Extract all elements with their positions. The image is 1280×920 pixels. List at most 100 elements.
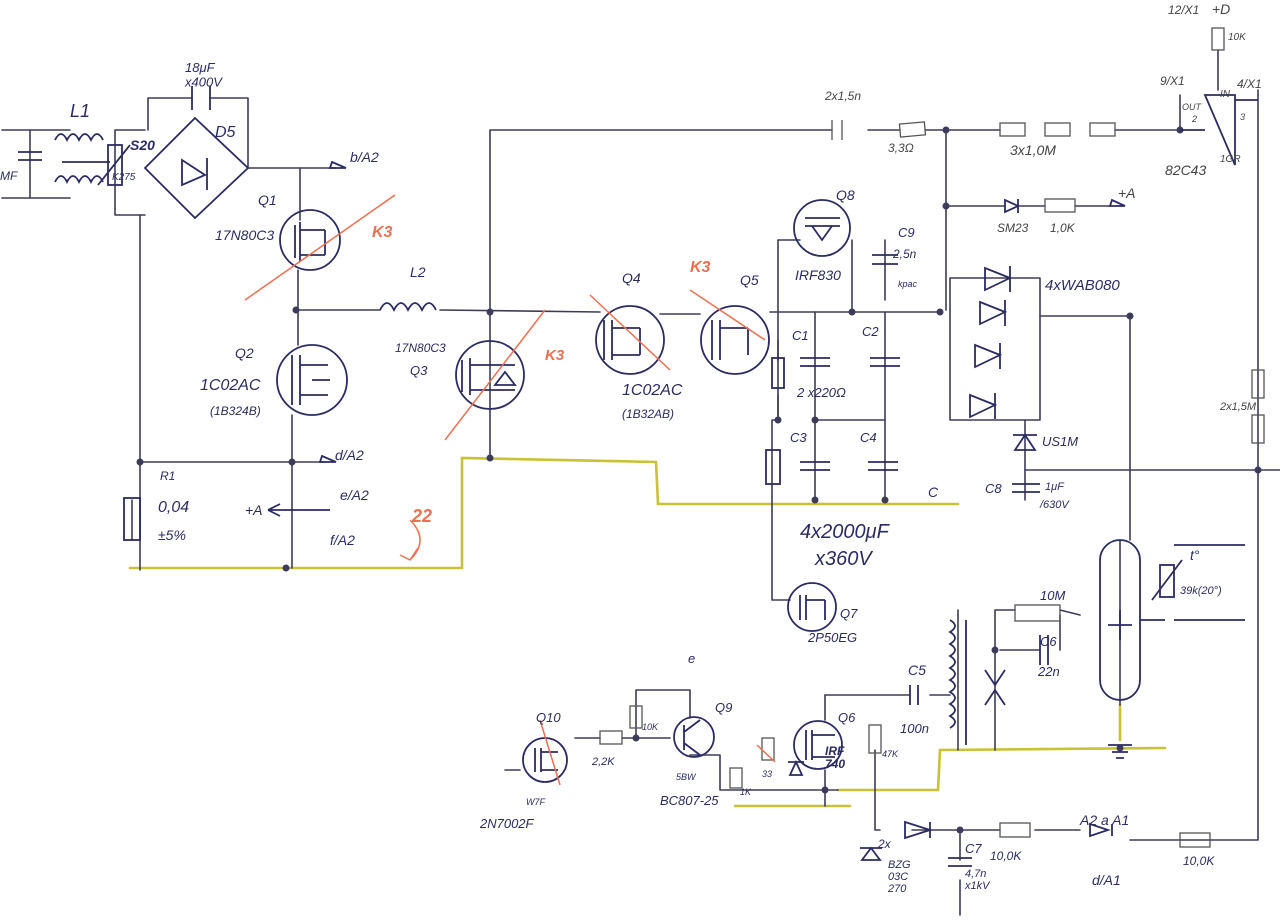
- inductor-l1-icon: [54, 133, 110, 185]
- label-c8-volt: /630V: [1039, 499, 1070, 511]
- label-plus-a-right: +A: [1118, 185, 1136, 201]
- junctions: [136, 126, 1262, 834]
- label-q3-part: 17N80C3: [395, 341, 446, 355]
- label-wab: 4xWAB080: [1045, 277, 1120, 294]
- label-q8-part: IRF830: [795, 267, 841, 283]
- label-r-47k: 47K: [882, 749, 899, 759]
- transistor-q6-icon: [793, 720, 843, 770]
- label-r-10k-b2: 10,0K: [1183, 854, 1215, 868]
- label-r-2x1-5m: 2x1,5M: [1219, 401, 1257, 413]
- transistor-q5-icon: [700, 305, 770, 375]
- label-22: 22: [411, 506, 432, 526]
- label-q6: Q6: [838, 710, 856, 725]
- label-ic-pin1: 1GR: [1220, 154, 1241, 165]
- transistor-q9-icon: [673, 716, 715, 758]
- transistor-q8-icon: [793, 199, 851, 257]
- ic-82c43-icon: [1180, 94, 1258, 166]
- label-q10: Q10: [536, 710, 561, 725]
- label-c8: C8: [985, 481, 1002, 496]
- label-c1: C1: [792, 328, 809, 343]
- label-ic-part: 82C43: [1165, 162, 1206, 178]
- label-q10-code: W7F: [526, 797, 546, 807]
- label-q2: Q2: [235, 345, 254, 361]
- varistor-s20-icon: [97, 144, 131, 186]
- label-r-33b: 33: [762, 769, 772, 779]
- label-r-10k-q9: 10K: [642, 722, 659, 732]
- label-plus-d: +D: [1212, 1, 1230, 17]
- label-d-a2: d/A2: [335, 447, 364, 463]
- label-in-pin: IN: [1220, 89, 1231, 100]
- label-r-3x1m: 3x1,0M: [1010, 142, 1056, 158]
- transistor-q1-icon: [279, 209, 341, 271]
- resistor-r1-icon: [123, 497, 141, 541]
- label-q9: Q9: [715, 700, 732, 715]
- label-caps-volt: x360V: [814, 548, 873, 570]
- red-annotations: [244, 194, 776, 786]
- label-q3: Q3: [410, 363, 428, 378]
- label-a2a1: A2 a A1: [1079, 812, 1129, 828]
- label-q2-part: 1C02AC: [200, 377, 261, 394]
- label-c8-val: 1μF: [1045, 481, 1065, 493]
- label-l1: L1: [70, 101, 90, 121]
- label-s20: S20: [130, 137, 155, 153]
- transistor-q3-icon: [455, 340, 525, 410]
- label-c6: C6: [1040, 634, 1057, 649]
- label-c6-val: 22n: [1037, 664, 1060, 679]
- label-e-a2: e/A2: [340, 487, 369, 503]
- label-c7: C7: [965, 841, 982, 856]
- transistor-q2-icon: [276, 344, 348, 416]
- label-pin-4x1: 4/X1: [1237, 77, 1262, 91]
- plus-a-arrows: [267, 160, 1126, 517]
- label-r1-tol: ±5%: [158, 527, 186, 543]
- resistors: [599, 27, 1265, 848]
- capacitor-400v-icon: [191, 86, 211, 110]
- lamp-tube-icon: [1099, 539, 1165, 701]
- label-q10-part: 2N7002F: [479, 816, 535, 831]
- label-q4-sub: (1B32AB): [622, 407, 674, 421]
- label-k3-q1: K3: [372, 224, 393, 241]
- label-e-top: e: [688, 651, 695, 666]
- label-r-33: 3,3Ω: [888, 141, 914, 155]
- label-zener: 2x: [877, 837, 892, 851]
- transistor-q10-icon: [522, 737, 568, 783]
- transformer-icon: [948, 619, 1006, 745]
- label-c5: C5: [908, 662, 926, 678]
- label-q1: Q1: [258, 192, 277, 208]
- wiring: [1, 49, 1280, 916]
- gnd-triangle-icons: [1108, 744, 1132, 759]
- label-b-a2: b/A2: [350, 149, 379, 165]
- label-q9-part: BC807-25: [660, 793, 719, 808]
- label-r-1k: 1K: [740, 787, 752, 797]
- label-q9-code: 5BW: [676, 772, 697, 782]
- label-caps-total: 4x2000μF: [800, 521, 891, 543]
- label-c9: C9: [898, 225, 915, 240]
- label-r-10k-mid: 1,0K: [1050, 221, 1076, 235]
- label-r1-val: 0,04: [158, 499, 189, 516]
- label-pin-9x1: 9/X1: [1160, 74, 1185, 88]
- label-q2-sub: (1B324B): [210, 404, 261, 418]
- label-r-10k-top: 10K: [1228, 32, 1247, 43]
- label-us1m: US1M: [1042, 434, 1078, 449]
- label-q8: Q8: [836, 187, 855, 203]
- inductor-l2-icon: [379, 302, 437, 313]
- label-q7-part: 2P50EG: [807, 630, 857, 645]
- label-ntc: 39k(20°): [1180, 585, 1222, 597]
- bridge-rectifier-d5-icon: [143, 116, 250, 220]
- diodes: [788, 198, 1113, 861]
- label-c-series: 2x1,5n: [824, 89, 861, 103]
- label-q5: Q5: [740, 272, 759, 288]
- label-c4: C4: [860, 430, 877, 445]
- label-c5-val: 100n: [900, 721, 929, 736]
- label-f-a2: f/A2: [330, 532, 355, 548]
- label-pin-12x1: 12/X1: [1168, 3, 1199, 17]
- label-c2: C2: [862, 324, 879, 339]
- label-l2: L2: [410, 264, 426, 280]
- label-c9-val: 2,5n: [892, 247, 917, 261]
- label-ic-pin2: 2: [1191, 114, 1197, 124]
- label-ic-pin3: 3: [1240, 112, 1245, 122]
- label-q1-part: 17N80C3: [215, 227, 274, 243]
- label-t-sym: t°: [1190, 547, 1200, 563]
